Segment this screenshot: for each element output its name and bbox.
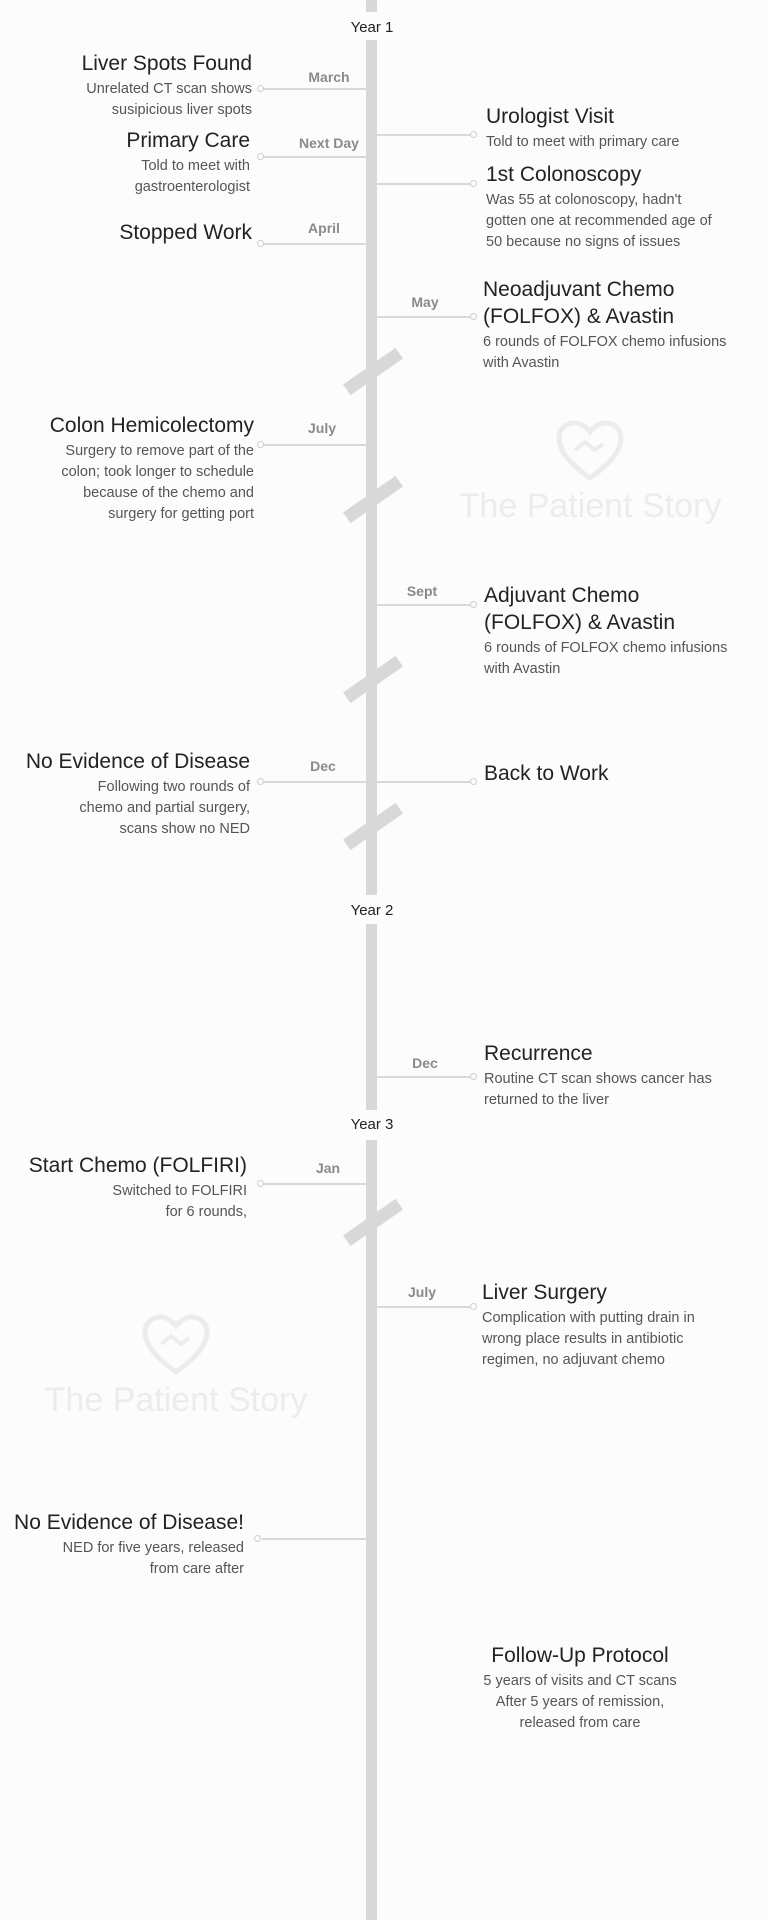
month-label: Sept bbox=[406, 583, 438, 599]
event-title: Adjuvant Chemo(FOLFOX) & Avastin bbox=[484, 584, 675, 634]
heart-handshake-icon bbox=[142, 1314, 210, 1376]
connector-line bbox=[262, 243, 366, 245]
timeline-spine bbox=[366, 0, 377, 12]
event-title: No Evidence of Disease bbox=[25, 750, 250, 773]
event-description: Told to meet with primary care bbox=[486, 134, 680, 150]
connector-line bbox=[262, 781, 366, 783]
connector-dot bbox=[257, 153, 264, 160]
event-title: No Evidence of Disease! bbox=[14, 1511, 244, 1534]
connector-dot bbox=[470, 601, 477, 608]
event-title: 1st Colonoscopy bbox=[486, 163, 642, 186]
event-title: Liver Surgery bbox=[482, 1281, 607, 1304]
year-label: Year 2 bbox=[350, 902, 394, 919]
month-label: July bbox=[407, 1284, 436, 1300]
month-label: March bbox=[308, 69, 350, 85]
month-label: Next Day bbox=[299, 135, 359, 151]
timeline-event: Urologist Visit Told to meet with primar… bbox=[486, 103, 756, 153]
connector-line bbox=[377, 1306, 472, 1308]
connector-line bbox=[377, 604, 472, 606]
connector-line bbox=[377, 134, 472, 136]
timeline-event: Adjuvant Chemo(FOLFOX) & Avastin 6 round… bbox=[484, 582, 764, 680]
timeline-spine bbox=[366, 924, 377, 1110]
timeline-event: Back to Work bbox=[484, 760, 744, 787]
watermark: The Patient Story bbox=[26, 1314, 326, 1420]
connector-dot bbox=[257, 85, 264, 92]
connector-line bbox=[262, 156, 366, 158]
connector-dot bbox=[470, 1303, 477, 1310]
timeline-event: Start Chemo (FOLFIRI) Switched to FOLFIR… bbox=[7, 1152, 247, 1223]
event-title: Liver Spots Found bbox=[81, 52, 252, 75]
connector-line bbox=[377, 1076, 472, 1078]
timeline-event: Neoadjuvant Chemo(FOLFOX) & Avastin 6 ro… bbox=[483, 276, 763, 374]
connector-dot bbox=[257, 441, 264, 448]
event-title: Neoadjuvant Chemo(FOLFOX) & Avastin bbox=[483, 278, 675, 328]
connector-dot bbox=[257, 240, 264, 247]
connector-dot bbox=[470, 778, 477, 785]
connector-line bbox=[262, 1538, 366, 1540]
month-label: Jan bbox=[315, 1160, 341, 1176]
watermark-text: The Patient Story bbox=[458, 487, 722, 525]
timeline-event: No Evidence of Disease Following two rou… bbox=[0, 748, 250, 840]
timeline-spine bbox=[366, 40, 377, 895]
timeline-event: Follow-Up Protocol 5 years of visits and… bbox=[460, 1642, 700, 1734]
connector-line bbox=[262, 1183, 366, 1185]
year-label: Year 1 bbox=[350, 19, 394, 36]
event-title: Primary Care bbox=[126, 129, 250, 152]
month-label: Dec bbox=[310, 758, 336, 774]
event-title: Start Chemo (FOLFIRI) bbox=[28, 1154, 247, 1177]
connector-line bbox=[377, 183, 472, 185]
connector-dot bbox=[470, 1073, 477, 1080]
timeline-event: Liver Spots Found Unrelated CT scan show… bbox=[12, 50, 252, 121]
month-label: Dec bbox=[412, 1055, 438, 1071]
connector-dot bbox=[257, 1180, 264, 1187]
connector-dot bbox=[470, 131, 477, 138]
month-label: July bbox=[307, 420, 336, 436]
connector-line bbox=[377, 316, 472, 318]
event-title: Back to Work bbox=[484, 762, 609, 785]
month-label: May bbox=[411, 294, 439, 310]
event-title: Colon Hemicolectomy bbox=[49, 414, 254, 437]
timeline-spine bbox=[366, 1140, 377, 1920]
connector-line bbox=[262, 444, 366, 446]
connector-dot bbox=[470, 313, 477, 320]
connector-line bbox=[377, 781, 472, 783]
connector-line bbox=[262, 88, 366, 90]
event-title: Stopped Work bbox=[119, 221, 252, 244]
timeline-event: No Evidence of Disease! NED for five yea… bbox=[0, 1509, 244, 1580]
timeline-event: Colon Hemicolectomy Surgery to remove pa… bbox=[14, 412, 254, 525]
timeline-event: Recurrence Routine CT scan shows cancer … bbox=[484, 1040, 754, 1111]
connector-dot bbox=[254, 1535, 261, 1542]
watermark-text: The Patient Story bbox=[44, 1381, 308, 1419]
connector-dot bbox=[257, 778, 264, 785]
year-label: Year 3 bbox=[350, 1116, 394, 1133]
heart-handshake-icon bbox=[556, 420, 624, 482]
timeline-event: Stopped Work bbox=[12, 219, 252, 246]
timeline-event: 1st Colonoscopy Was 55 at colonoscopy, h… bbox=[486, 161, 762, 253]
event-title: Urologist Visit bbox=[486, 105, 614, 128]
watermark: The Patient Story bbox=[440, 420, 740, 526]
connector-dot bbox=[470, 180, 477, 187]
timeline-event: Liver Surgery Complication with putting … bbox=[482, 1279, 758, 1371]
month-label: April bbox=[308, 220, 340, 236]
event-title: Follow-Up Protocol bbox=[491, 1644, 669, 1667]
event-title: Recurrence bbox=[484, 1042, 593, 1065]
